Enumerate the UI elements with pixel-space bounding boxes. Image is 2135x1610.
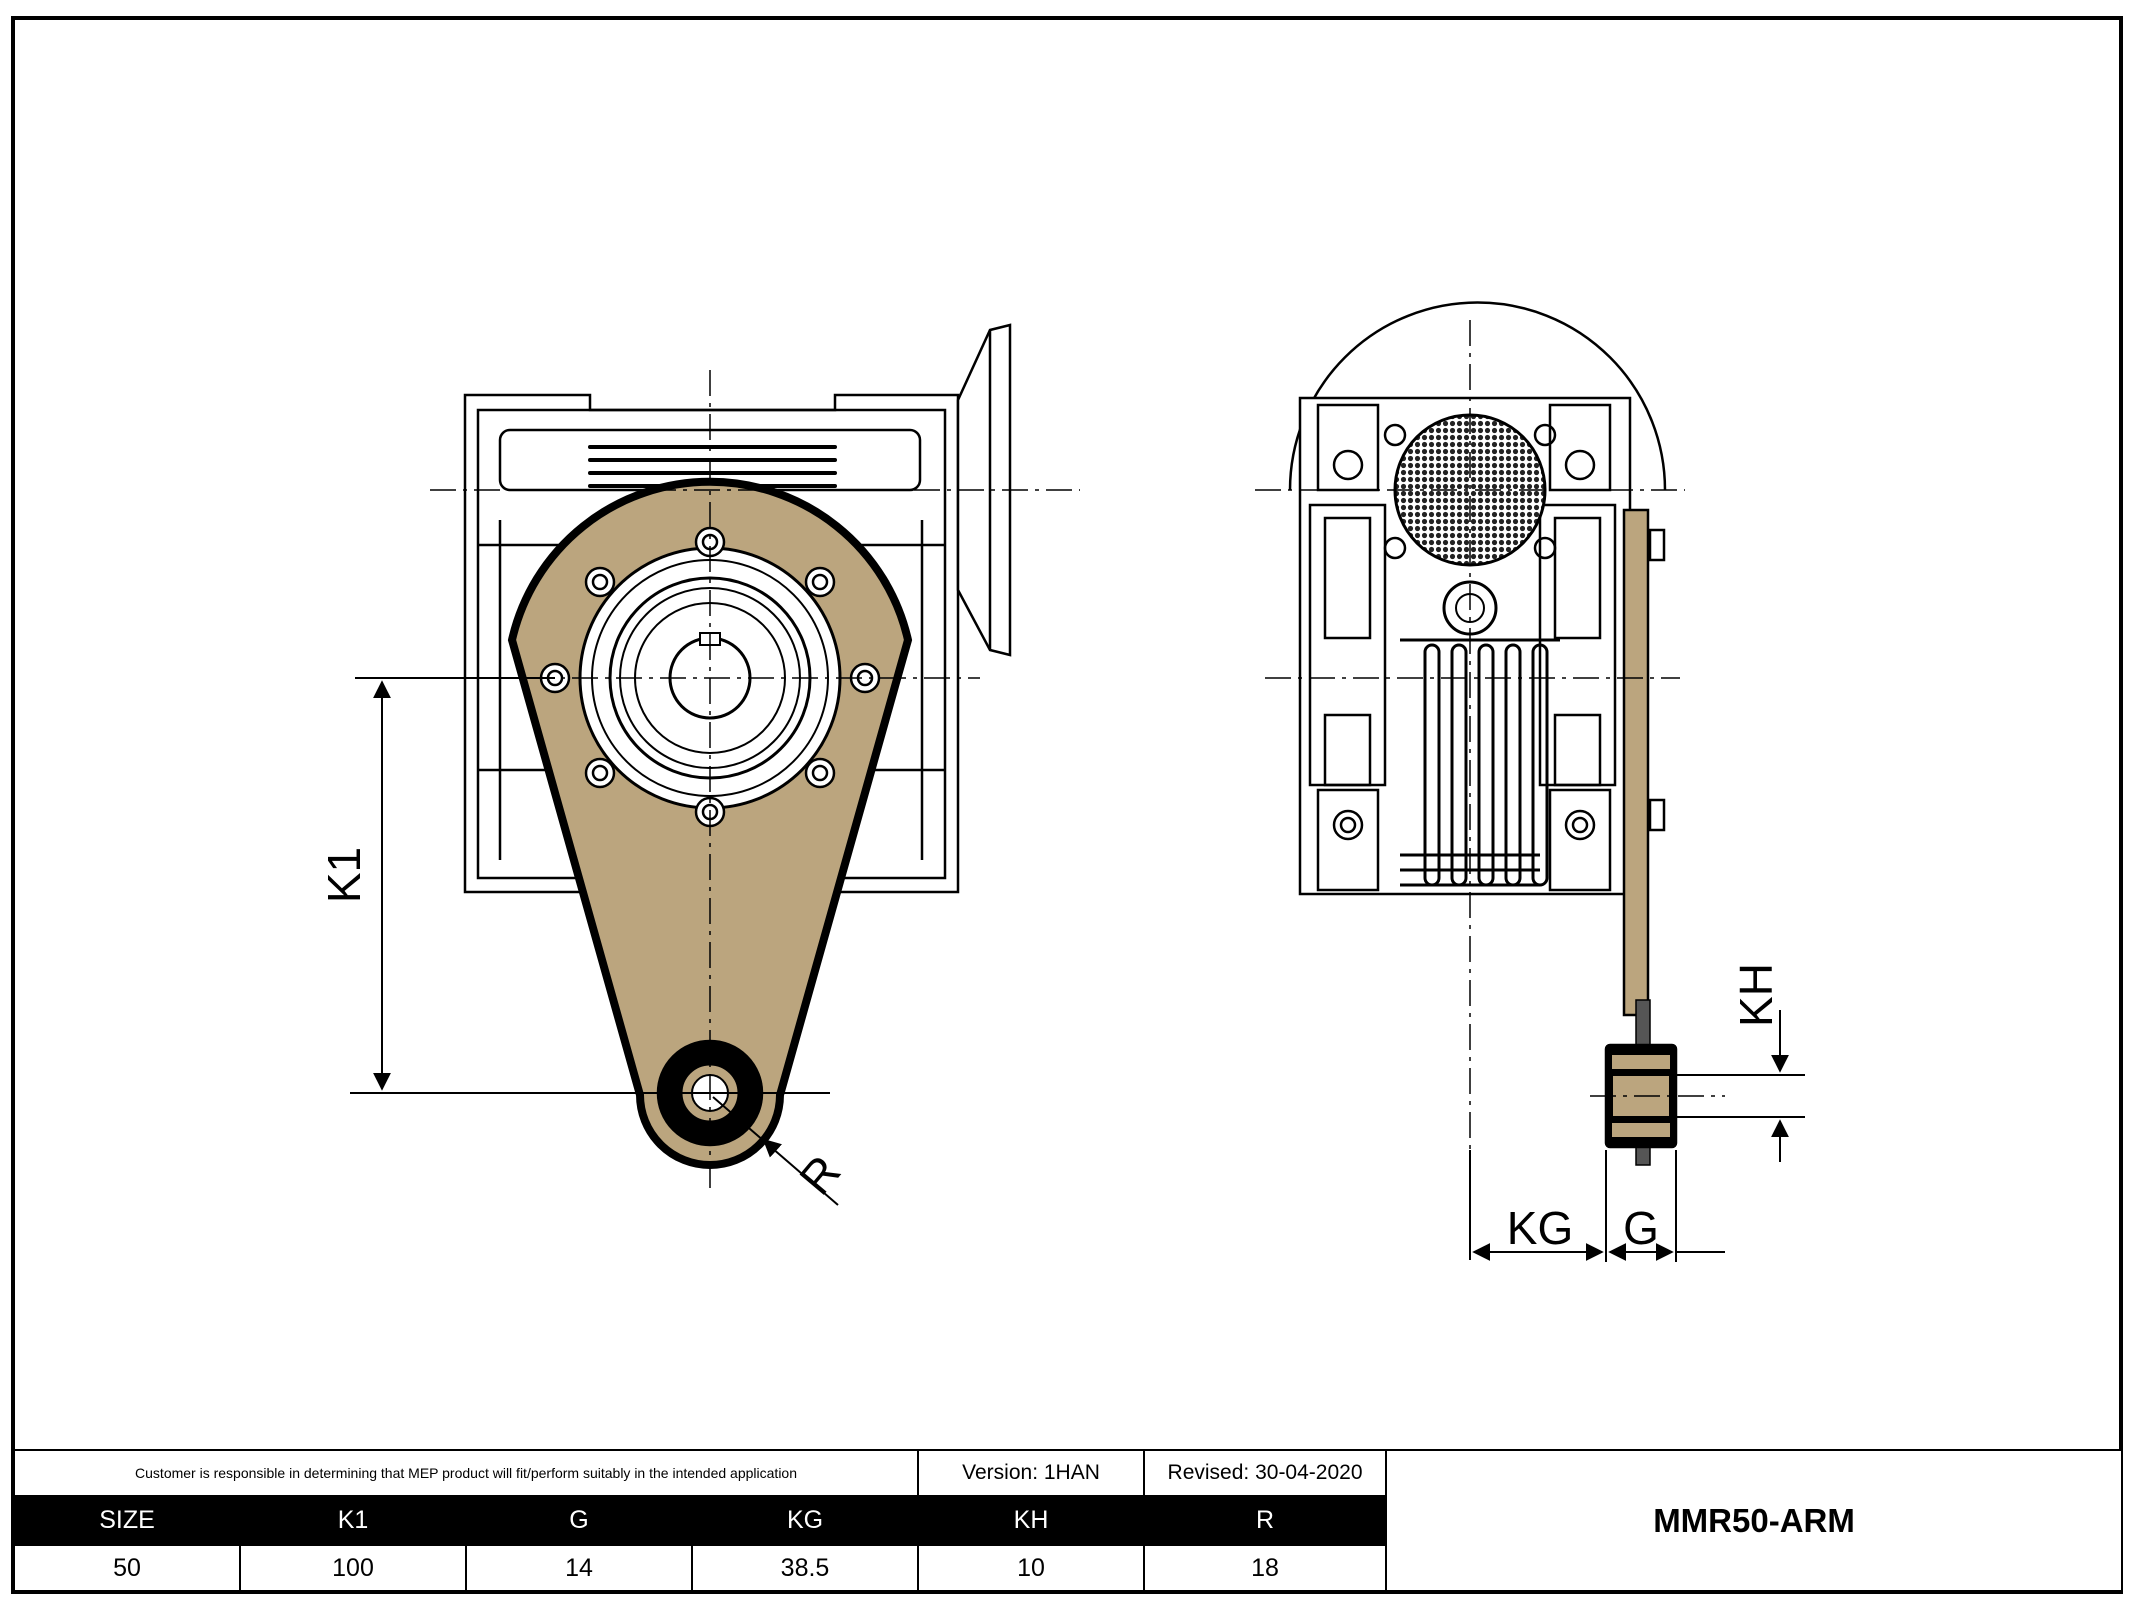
value-r: 18 — [1143, 1544, 1388, 1592]
revised-date: Revised: 30-04-2020 — [1143, 1449, 1388, 1497]
r-dimension — [712, 1096, 839, 1206]
g-label: G — [1623, 1202, 1659, 1254]
disclaimer-text: Customer is responsible in determining t… — [12, 1449, 920, 1497]
side-view — [1288, 301, 1678, 1166]
spec-header-row: SIZE K1 G KG KH R — [13, 1495, 2122, 1546]
header-k1: K1 — [239, 1495, 467, 1546]
value-kh: 10 — [917, 1544, 1146, 1592]
r-label: R — [789, 1145, 850, 1204]
kg-label: KG — [1507, 1202, 1573, 1254]
title-block: Customer is responsible in determining t… — [12, 1449, 2124, 1592]
side-center-lines — [1255, 320, 1725, 1260]
drawing-frame — [11, 16, 2123, 1594]
header-size: SIZE — [13, 1495, 241, 1546]
k1-dimension — [350, 677, 830, 1094]
value-size: 50 — [13, 1544, 241, 1592]
torque-arm-side — [1622, 508, 1650, 1017]
front-view — [463, 323, 1012, 1169]
header-kg: KG — [690, 1495, 920, 1546]
kh-dimension — [1676, 1010, 1805, 1162]
kg-g-dimension — [1469, 1150, 1725, 1262]
model-number: MMR50-ARM — [1385, 1449, 2124, 1592]
spec-value-row: 50 100 14 38.5 10 18 — [13, 1544, 2122, 1592]
header-r: R — [1143, 1495, 1388, 1546]
header-g: G — [465, 1495, 693, 1546]
header-kh: KH — [917, 1495, 1146, 1546]
side-fins — [1400, 638, 1560, 887]
value-kg: 38.5 — [690, 1544, 920, 1592]
k1-label: K1 — [318, 847, 370, 903]
value-g: 14 — [465, 1544, 693, 1592]
kh-label: KH — [1730, 963, 1782, 1027]
value-k1: 100 — [239, 1544, 467, 1592]
version-text: Version: 1HAN — [917, 1449, 1146, 1497]
